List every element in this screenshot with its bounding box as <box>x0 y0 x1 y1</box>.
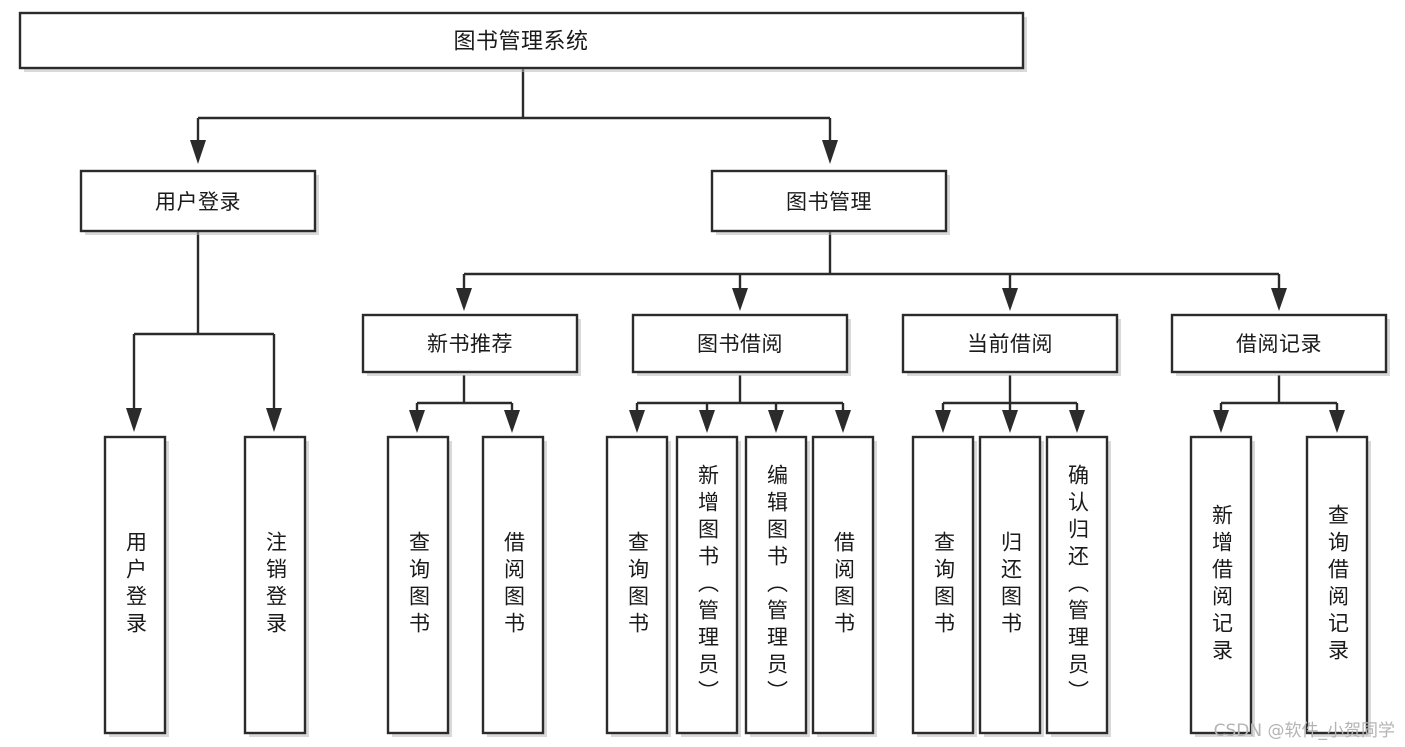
node-user-login-label: 用户登录 <box>155 190 241 214</box>
node-book-borrow-rect <box>631 313 849 374</box>
leaf-bb-borrow-rect <box>811 435 875 735</box>
node-leaf-br-add-record[interactable] <box>1189 435 1255 737</box>
node-leaf-nb-borrow-book[interactable] <box>481 435 547 737</box>
arrow-head-nb-leaf-0 <box>409 410 425 433</box>
arrow-head-current-borrow <box>1002 288 1018 311</box>
node-leaf-cb-return-book[interactable] <box>978 435 1044 737</box>
arrow-head-leaf-user-login <box>126 408 142 432</box>
edge-group-root-to-level2 <box>190 68 838 164</box>
node-new-book-label: 新书推荐 <box>427 332 513 356</box>
node-current-borrow[interactable]: 当前借阅 <box>901 313 1121 376</box>
arrow-head-cb-leaf-0 <box>935 410 951 433</box>
node-leaf-nb-query-book[interactable] <box>386 435 452 737</box>
leaf-bb-edit-rect <box>744 435 808 735</box>
leaf-user-login-rect <box>103 435 167 735</box>
node-leaf-cb-query-book[interactable] <box>911 435 977 737</box>
arrow-head-bb-leaf-1 <box>699 410 715 433</box>
arrow-head-borrow-record <box>1271 288 1287 311</box>
arrow-head-nb-leaf-1 <box>504 410 520 433</box>
arrow-head-cb-leaf-1 <box>1002 410 1018 433</box>
leaf-bb-query-rect <box>605 435 669 735</box>
node-leaf-br-query-record[interactable] <box>1305 435 1371 737</box>
node-leaf-bb-borrow-book[interactable] <box>811 435 877 737</box>
node-leaf-cb-confirm-return[interactable] <box>1045 435 1111 737</box>
node-leaf-user-login[interactable] <box>103 435 169 737</box>
node-leaf-logout[interactable] <box>243 435 309 737</box>
leaf-cb-query-rect <box>911 435 975 735</box>
node-book-borrow-label: 图书借阅 <box>697 332 783 356</box>
node-borrow-record[interactable]: 借阅记录 <box>1170 313 1390 376</box>
edge-group-borrow-record-to-leaves <box>1213 375 1345 433</box>
node-new-book-rect <box>361 313 579 374</box>
node-new-book-recommend[interactable]: 新书推荐 <box>361 313 581 376</box>
node-current-borrow-rect <box>901 313 1119 374</box>
arrow-head-br-leaf-0 <box>1213 410 1229 433</box>
arrow-head-book-borrow <box>732 288 748 311</box>
arrow-head-br-leaf-1 <box>1329 410 1345 433</box>
leaf-nb-query-rect <box>386 435 450 735</box>
edge-group-user-login-to-leaves <box>126 232 282 432</box>
node-book-borrow[interactable]: 图书借阅 <box>631 313 851 376</box>
edge-group-current-borrow-to-leaves <box>935 375 1085 433</box>
node-leaf-bb-add-book[interactable] <box>675 435 741 737</box>
edge-group-book-mgmt-to-level3 <box>456 232 1287 311</box>
arrow-head-bb-leaf-2 <box>768 410 784 433</box>
leaf-cb-return-rect <box>978 435 1042 735</box>
arrow-head-bb-leaf-0 <box>629 410 645 433</box>
arrow-head-leaf-logout <box>266 408 282 432</box>
arrow-head-book-mgmt <box>822 140 838 164</box>
node-current-borrow-label: 当前借阅 <box>967 332 1053 356</box>
node-book-management-label: 图书管理 <box>786 190 872 214</box>
edge-group-book-borrow-to-leaves <box>629 375 851 433</box>
node-root-system[interactable]: 图书管理系统 <box>18 11 1027 72</box>
leaf-logout-rect <box>243 435 307 735</box>
leaf-br-query-rect <box>1305 435 1369 735</box>
node-root-rect <box>18 11 1025 70</box>
arrow-head-bb-leaf-3 <box>835 410 851 433</box>
csdn-watermark: CSDN @软件_小贺同学 <box>1213 721 1395 741</box>
arrow-head-cb-leaf-2 <box>1069 410 1085 433</box>
edge-group-new-book-to-leaves <box>409 375 520 433</box>
node-book-management[interactable]: 图书管理 <box>710 169 950 235</box>
leaf-cb-confirm-rect <box>1045 435 1109 735</box>
leaf-nb-borrow-rect <box>481 435 545 735</box>
node-book-management-rect <box>710 169 948 233</box>
leaf-br-add-rect <box>1189 435 1253 735</box>
node-borrow-record-rect <box>1170 313 1388 374</box>
node-root-label: 图书管理系统 <box>453 30 588 55</box>
leaf-bb-add-rect <box>675 435 739 735</box>
arrow-head-new-book <box>456 288 472 311</box>
node-user-login-rect <box>79 169 317 233</box>
node-user-login[interactable]: 用户登录 <box>79 169 319 235</box>
node-borrow-record-label: 借阅记录 <box>1236 332 1322 356</box>
node-leaf-bb-query-book[interactable] <box>605 435 671 737</box>
node-leaf-bb-edit-book[interactable] <box>744 435 810 737</box>
arrow-head-user-login <box>190 140 206 164</box>
